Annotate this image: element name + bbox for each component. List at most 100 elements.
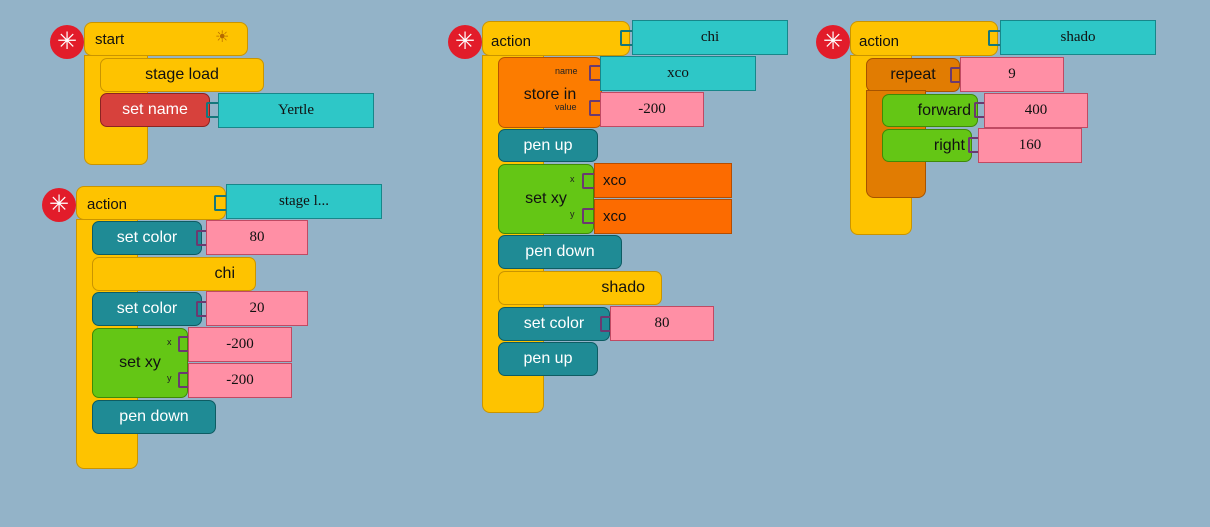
set-name-label: set name [122,101,188,118]
repeat-count-arg[interactable]: 9 [960,57,1064,92]
delete-stack-shado-icon[interactable]: ✳ [816,25,850,59]
x-box-arg[interactable]: xco [594,163,732,198]
color-arg[interactable]: 80 [610,306,714,341]
color-arg[interactable]: 20 [206,291,308,326]
start-label: start [95,31,125,48]
right-arg-text: 160 [1018,137,1042,153]
pen-up-label: pen up [523,136,573,154]
delete-stack-start-icon[interactable]: ✳ [50,25,84,59]
right-arg[interactable]: 160 [978,128,1082,163]
set-color-label: set color [116,300,178,317]
pen-down-label: pen down [119,408,189,425]
socket [974,102,986,118]
name-arg-text: Yertle [278,102,314,118]
socket [178,336,190,352]
pen-down-label: pen down [525,243,595,260]
store-in-block[interactable]: store in [498,57,602,128]
socket [950,67,962,83]
forward-arg-text: 400 [1024,102,1048,118]
set-color-label: set color [523,315,585,332]
pen-up-block[interactable]: pen up [498,129,598,162]
chi-label: chi [214,265,235,282]
set-xy-block[interactable]: set xy [498,164,594,234]
value-label: value [555,102,577,112]
set-color-label: set color [116,229,178,246]
socket [582,173,594,189]
socket [582,208,594,224]
delete-stack-stage-icon[interactable]: ✳ [42,188,76,222]
socket [600,316,612,332]
x-arg[interactable]: -200 [188,327,292,362]
socket [178,372,190,388]
store-name-arg[interactable]: xco [600,56,756,91]
right-block[interactable]: right [882,129,972,162]
store-value-arg[interactable]: -200 [600,92,704,127]
socket [589,65,601,81]
store-in-label: store in [523,85,577,103]
start-block[interactable]: start ☀ [84,22,248,56]
action-name-arg[interactable]: chi [632,20,788,55]
store-name-text: xco [667,65,689,81]
y-box-text: xco [603,208,627,225]
name-arg[interactable]: Yertle [218,93,374,128]
shado-label: shado [601,279,645,296]
action-name-text: chi [700,29,720,45]
pen-down-block[interactable]: pen down [498,235,622,269]
color-arg-text: 20 [249,300,265,316]
y-arg-text: -200 [226,372,254,388]
repeat-block[interactable]: repeat [866,58,960,92]
action-block[interactable]: action [482,21,630,56]
action-name-text: shado [1060,29,1096,45]
color-arg[interactable]: 80 [206,220,308,255]
color-arg-text: 80 [654,315,670,331]
set-xy-label: set xy [525,190,567,207]
set-xy-block[interactable]: set xy [92,328,188,398]
action-name-text: stage l... [279,193,329,209]
y-box-arg[interactable]: xco [594,199,732,234]
socket [968,137,980,153]
repeat-label: repeat [890,66,936,83]
shado-block[interactable]: shado [498,271,662,305]
action-block[interactable]: action [850,21,998,56]
pen-up-label: pen up [523,350,573,367]
store-value-text: -200 [638,101,666,117]
set-color-block[interactable]: set color [92,221,202,255]
forward-block[interactable]: forward [882,94,978,127]
pen-up-block[interactable]: pen up [498,342,598,376]
forward-label: forward [917,101,971,119]
set-name-block[interactable]: set name [100,93,210,127]
set-color-block[interactable]: set color [498,307,610,341]
socket [620,30,632,46]
stage-load-block[interactable]: stage load [100,58,264,92]
socket [206,102,218,118]
right-label: right [933,136,965,154]
name-label: name [555,66,578,76]
action-label: action [87,196,128,213]
socket [589,100,601,116]
pen-down-block[interactable]: pen down [92,400,216,434]
action-name-arg[interactable]: stage l... [226,184,382,219]
y-label: y [570,209,575,219]
turtle-icon: ☀ [215,29,230,46]
action-name-arg[interactable]: shado [1000,20,1156,55]
socket [196,230,208,246]
action-block[interactable]: action [76,186,226,220]
x-label: x [570,174,575,184]
socket [988,30,1000,46]
delete-stack-chi-icon[interactable]: ✳ [448,25,482,59]
color-arg-text: 80 [249,229,265,245]
forward-arg[interactable]: 400 [984,93,1088,128]
x-label: x [167,337,172,347]
x-box-text: xco [603,172,627,189]
socket [196,301,208,317]
chi-block[interactable]: chi [92,257,256,291]
action-label: action [859,33,900,50]
socket [214,195,226,211]
y-label: y [167,373,172,383]
set-color-block[interactable]: set color [92,292,202,326]
y-arg[interactable]: -200 [188,363,292,398]
repeat-count-text: 9 [1008,66,1016,82]
x-arg-text: -200 [226,336,254,352]
action-label: action [491,33,532,50]
set-xy-label: set xy [119,354,161,371]
